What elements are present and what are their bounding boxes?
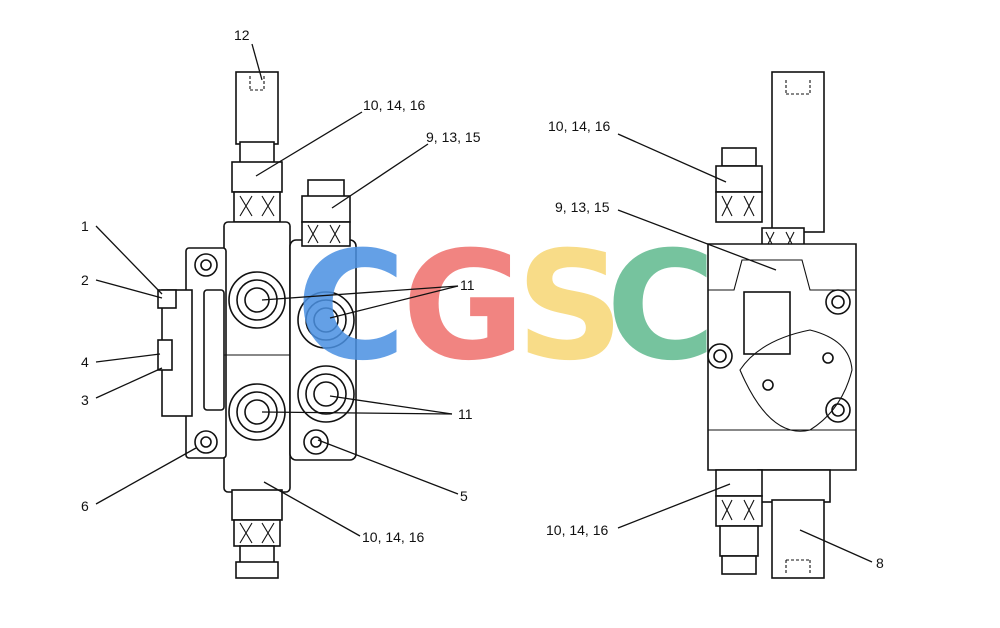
bottom-seal-housing: [231, 489, 283, 521]
watermark-letter-c2: C: [606, 220, 716, 394]
callout-4: 4: [81, 354, 89, 370]
watermark: C G S C: [296, 220, 716, 394]
right-callout-10-14-16-top: 10, 14, 16: [548, 118, 610, 134]
bolt-left: [707, 343, 733, 369]
watermark-letter-s: S: [516, 220, 624, 394]
right-valve-view: [707, 71, 857, 579]
top-nut: [239, 141, 275, 165]
callout-12: 12: [234, 27, 250, 43]
right-view-top-seal: [715, 165, 763, 193]
port-upper-right: [297, 291, 355, 349]
callout-3: 3: [81, 392, 89, 408]
right-callout-9-13-15: 9, 13, 15: [555, 199, 610, 215]
right-view-top-nut: [721, 147, 757, 167]
right-seal-housing: [301, 195, 351, 223]
callout-10-14-16-bottom: 10, 14, 16: [362, 529, 424, 545]
port-lower-right: [297, 365, 355, 423]
right-view-bottom-stem: [719, 525, 759, 557]
callout-2: 2: [81, 272, 89, 288]
callout-labels: 12 10, 14, 16 9, 13, 15 1 2 4 3 11 11 6 …: [81, 27, 884, 571]
leader-lines: [95, 43, 873, 563]
right-view-bottom-seal: [715, 469, 763, 497]
top-spool-tube-right: [771, 71, 825, 233]
right-view-top-packing: [715, 191, 763, 223]
right-view-bottom-block: [757, 469, 831, 503]
fitting-3-4: [157, 339, 173, 371]
bolt-top-right: [825, 289, 851, 315]
callout-10-14-16-top: 10, 14, 16: [363, 97, 425, 113]
right-callout-10-14-16-bottom: 10, 14, 16: [546, 522, 608, 538]
bottom-packing: [233, 519, 281, 547]
top-spool-tube: [235, 71, 279, 145]
end-cap-plate: [203, 289, 225, 411]
right-packing: [301, 221, 351, 247]
top-seal-housing: [231, 161, 283, 193]
watermark-letter-g: G: [402, 220, 525, 394]
top-packing: [233, 191, 281, 223]
right-callout-8: 8: [876, 555, 884, 571]
bottom-spool-end: [235, 561, 279, 579]
nameplate: [743, 291, 791, 355]
right-view-bottom-packing: [715, 495, 763, 527]
bottom-spool-tube-right: [771, 499, 825, 579]
callout-1: 1: [81, 218, 89, 234]
right-view-bottom-nut: [721, 555, 757, 575]
fitting-1: [157, 289, 177, 309]
right-view-main-body: [707, 243, 857, 471]
bolt-bottom-right: [825, 397, 851, 423]
callout-9-13-15: 9, 13, 15: [426, 129, 481, 145]
watermark-letter-c1: C: [296, 220, 406, 394]
callout-11-bottom: 11: [458, 406, 473, 422]
main-valve-body: [223, 221, 291, 493]
callout-5: 5: [460, 488, 468, 504]
callout-6: 6: [81, 498, 89, 514]
callout-11-top: 11: [460, 277, 475, 293]
